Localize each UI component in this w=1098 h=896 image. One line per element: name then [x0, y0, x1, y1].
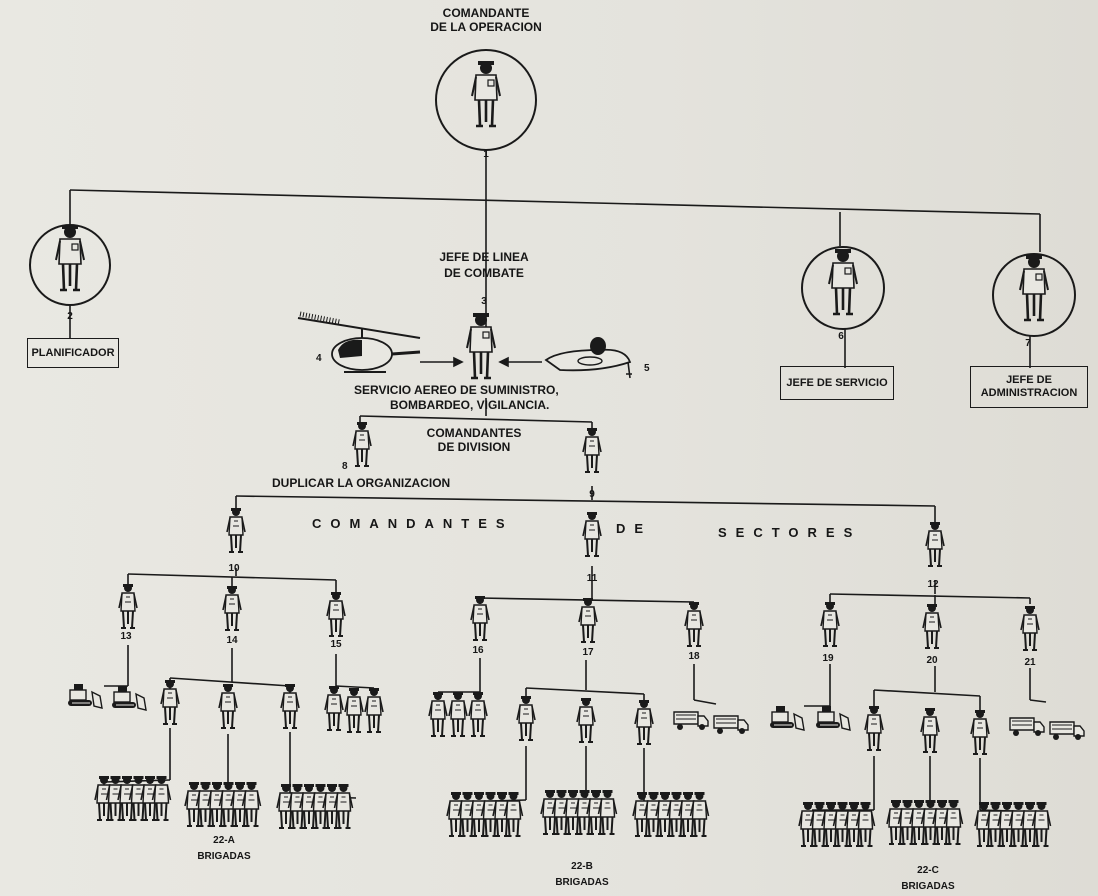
- unit-figure-20: [922, 603, 942, 649]
- unit-figure-18: [684, 601, 704, 647]
- admin-chief-circle: [992, 253, 1076, 337]
- top-commander-number: 1: [483, 149, 489, 160]
- planner-box: PLANIFICADOR: [27, 338, 119, 368]
- top-commander-label-line1: COMANDANTE: [442, 6, 530, 20]
- unit-number-13: 13: [120, 631, 132, 642]
- crew-leader-figure: [970, 709, 990, 755]
- sector-number-11: 11: [586, 573, 598, 584]
- brigade-crew-row: [974, 801, 1052, 847]
- unit-number-19: 19: [822, 653, 834, 664]
- unit-figure-19: [820, 601, 840, 647]
- brigade-b-label: BRIGADAS: [555, 877, 609, 888]
- brigade-crew-row: [886, 799, 964, 845]
- crew-leader-figure: [864, 705, 884, 751]
- crew-leader-figure: [920, 707, 940, 753]
- airplane-number: 5: [644, 363, 650, 374]
- crew-leader-figure: [576, 697, 596, 743]
- unit-number-16: 16: [472, 645, 484, 656]
- division-label-line2: DE DIVISION: [437, 440, 511, 454]
- unit-figure-15: [326, 591, 346, 637]
- division-label-line1: COMANDANTES: [426, 426, 522, 440]
- unit-figure-14: [222, 585, 242, 631]
- brigade-a-code: 22-A: [213, 835, 235, 846]
- line-chief-figure: [465, 311, 497, 380]
- admin-chief-box-line2: ADMINISTRACION: [980, 387, 1078, 399]
- crew-leader-figure: [160, 679, 180, 725]
- sector-commander-figure-11: [582, 511, 602, 557]
- air-service-line2: BOMBARDEO, VIGILANCIA.: [390, 398, 550, 412]
- unit-number-15: 15: [330, 639, 342, 650]
- line-chief-number: 3: [481, 296, 487, 307]
- division-commander-figure-8: [352, 421, 372, 467]
- sector-number-10: 10: [228, 563, 240, 574]
- sectors-label-1: COMANDANTES: [312, 516, 514, 531]
- sector-commander-figure-10: [226, 507, 246, 553]
- division-number-8: 8: [342, 461, 348, 472]
- unit-number-20: 20: [926, 655, 938, 666]
- unit-figure-13: [118, 583, 138, 629]
- planner-circle: [29, 223, 111, 306]
- planner-number: 2: [67, 311, 73, 322]
- brigade-crew-row: [94, 775, 172, 821]
- brigade-crew-row: [540, 789, 618, 835]
- helicopter-number: 4: [316, 353, 322, 364]
- brigade-b-code: 22-B: [571, 861, 593, 872]
- division-number-9: 9: [589, 489, 595, 500]
- service-chief-circle: [801, 246, 885, 330]
- fire-engine-pair: [673, 711, 749, 735]
- sectors-label-3: SECTORES: [718, 525, 862, 540]
- handcrew-group: [428, 691, 488, 737]
- air-support-arrows: [420, 356, 542, 368]
- bulldozer-pair: [769, 705, 851, 731]
- airplane-illustration: [544, 337, 632, 379]
- crew-leader-figure: [516, 695, 536, 741]
- admin-chief-box-line1: JEFE DE: [1006, 374, 1052, 386]
- fire-engine-pair: [1009, 717, 1085, 741]
- sector-number-12: 12: [927, 579, 939, 590]
- brigade-c-label: BRIGADAS: [901, 881, 955, 892]
- top-commander-circle: [435, 49, 537, 151]
- sectors-label-2: DE: [616, 521, 653, 536]
- unit-number-18: 18: [688, 651, 700, 662]
- air-service-line1: SERVICIO AEREO DE SUMINISTRO,: [354, 383, 559, 397]
- helicopter-illustration: [297, 311, 421, 373]
- brigade-crew-row: [276, 783, 354, 829]
- crew-leader-figure: [280, 683, 300, 729]
- unit-number-14: 14: [226, 635, 238, 646]
- unit-figure-16: [470, 595, 490, 641]
- brigade-c-code: 22-C: [917, 865, 939, 876]
- line-chief-label-line2: DE COMBATE: [444, 266, 524, 280]
- brigade-crew-row: [446, 791, 524, 837]
- brigade-a-label: BRIGADAS: [197, 851, 251, 862]
- crew-leader-figure: [634, 699, 654, 745]
- unit-number-21: 21: [1024, 657, 1036, 668]
- line-chief-label-line1: JEFE DE LINEA: [439, 250, 529, 264]
- crew-leader-figure: [218, 683, 238, 729]
- top-commander-label-line2: DE LA OPERACION: [430, 20, 542, 34]
- service-chief-box: JEFE DE SERVICIO: [780, 366, 894, 400]
- bulldozer-pair: [67, 683, 147, 711]
- duplicate-organization-note: DUPLICAR LA ORGANIZACION: [272, 476, 451, 490]
- brigade-crew-row: [632, 791, 710, 837]
- sector-commander-figure-12: [925, 521, 945, 567]
- handcrew-group: [324, 685, 384, 733]
- admin-chief-box: JEFE DE ADMINISTRACION: [970, 366, 1088, 408]
- division-commander-figure-9: [582, 427, 602, 473]
- admin-chief-number: 7: [1025, 338, 1031, 349]
- unit-number-17: 17: [582, 647, 594, 658]
- brigade-crew-row: [798, 801, 876, 847]
- unit-figure-21: [1020, 605, 1040, 651]
- service-chief-number: 6: [838, 331, 844, 342]
- brigade-crew-row: [184, 781, 262, 827]
- brigade-crews: [94, 775, 1052, 847]
- unit-figure-17: [578, 597, 598, 643]
